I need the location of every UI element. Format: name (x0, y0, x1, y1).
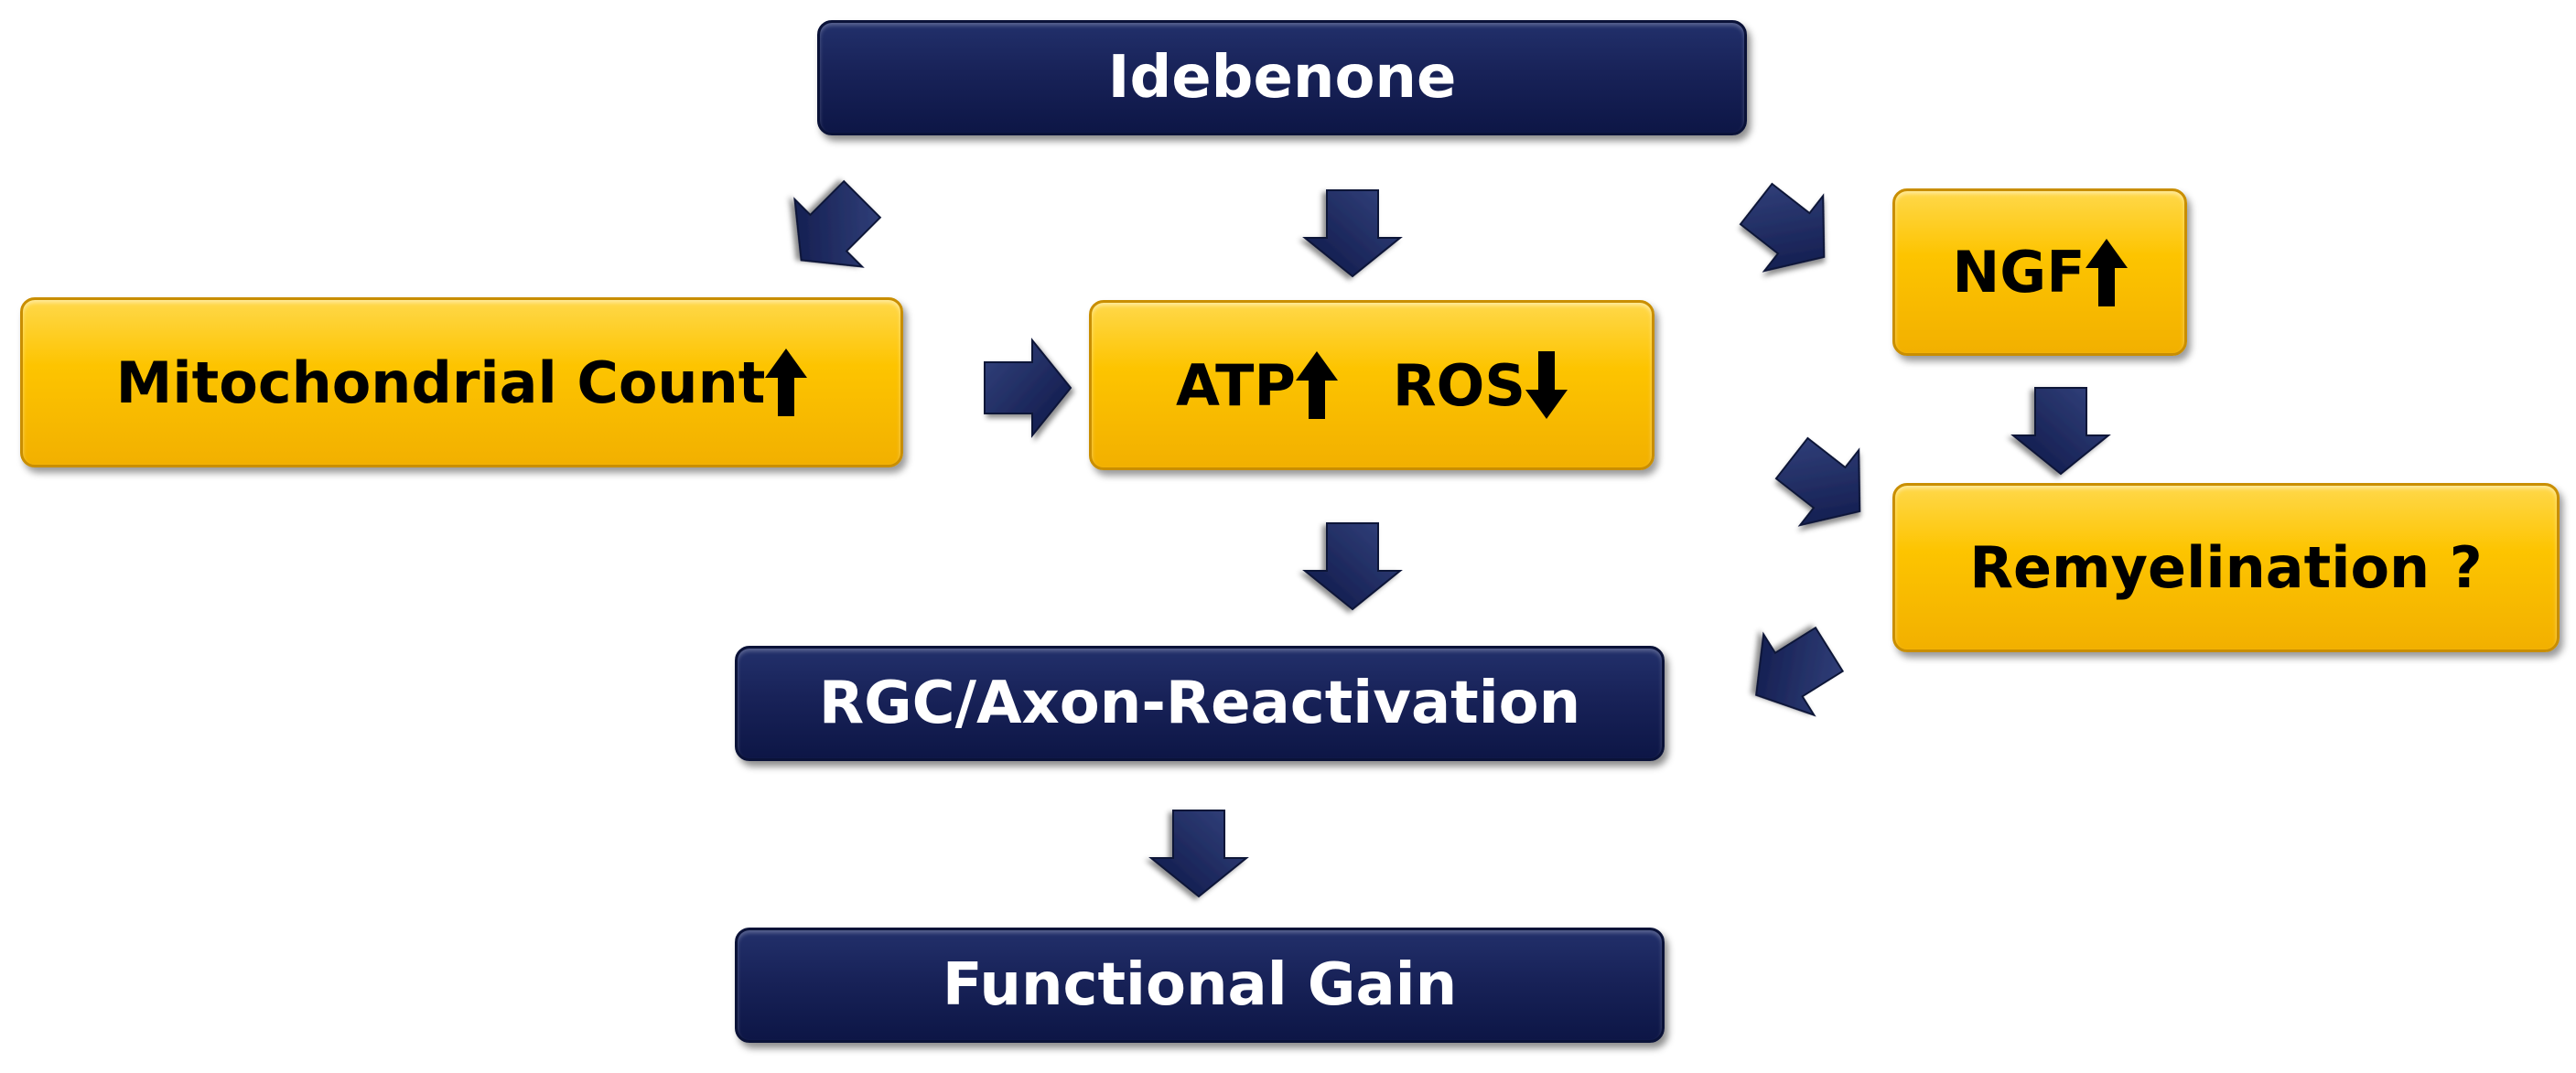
arrow-mito-to-atp (984, 339, 1072, 436)
arrow-idebenone-to-atp (1304, 189, 1401, 277)
arrow-remyelination-to-rgc (1730, 607, 1856, 736)
down-arrow-icon (1525, 351, 1568, 419)
mitochondrial-count-label: Mitochondrial Count (115, 349, 766, 416)
remyelination-label: Remyelination ? (1969, 534, 2483, 601)
idebenone-node: Idebenone (817, 20, 1747, 135)
atp-ros-node: ATP ROS (1089, 300, 1654, 470)
arrow-ngf-to-remyelination (2012, 387, 2109, 475)
arrow-idebenone-to-ngf (1726, 166, 1855, 295)
mitochondrial-count-node: Mitochondrial Count (20, 297, 903, 467)
arrow-atp-to-rgc (1304, 522, 1401, 610)
up-arrow-icon (2085, 236, 2128, 309)
ros-label: ROS (1392, 351, 1525, 419)
arrow-atp-to-remyelination (1762, 420, 1891, 550)
up-arrow-icon (1295, 351, 1338, 419)
atp-label: ATP (1175, 351, 1296, 419)
rgc-axon-reactivation-node: RGC/Axon-Reactivation (735, 646, 1665, 761)
ngf-label: NGF (1952, 239, 2086, 306)
rgc-axon-reactivation-label: RGC/Axon-Reactivation (818, 670, 1581, 737)
functional-gain-label: Functional Gain (942, 951, 1458, 1019)
functional-gain-node: Functional Gain (735, 928, 1665, 1043)
arrow-idebenone-to-mito (766, 165, 897, 295)
idebenone-label: Idebenone (1107, 44, 1457, 112)
ngf-node: NGF (1892, 188, 2187, 356)
arrow-rgc-to-functional-gain (1150, 810, 1247, 897)
up-arrow-icon (765, 349, 808, 416)
remyelination-node: Remyelination ? (1892, 483, 2560, 652)
